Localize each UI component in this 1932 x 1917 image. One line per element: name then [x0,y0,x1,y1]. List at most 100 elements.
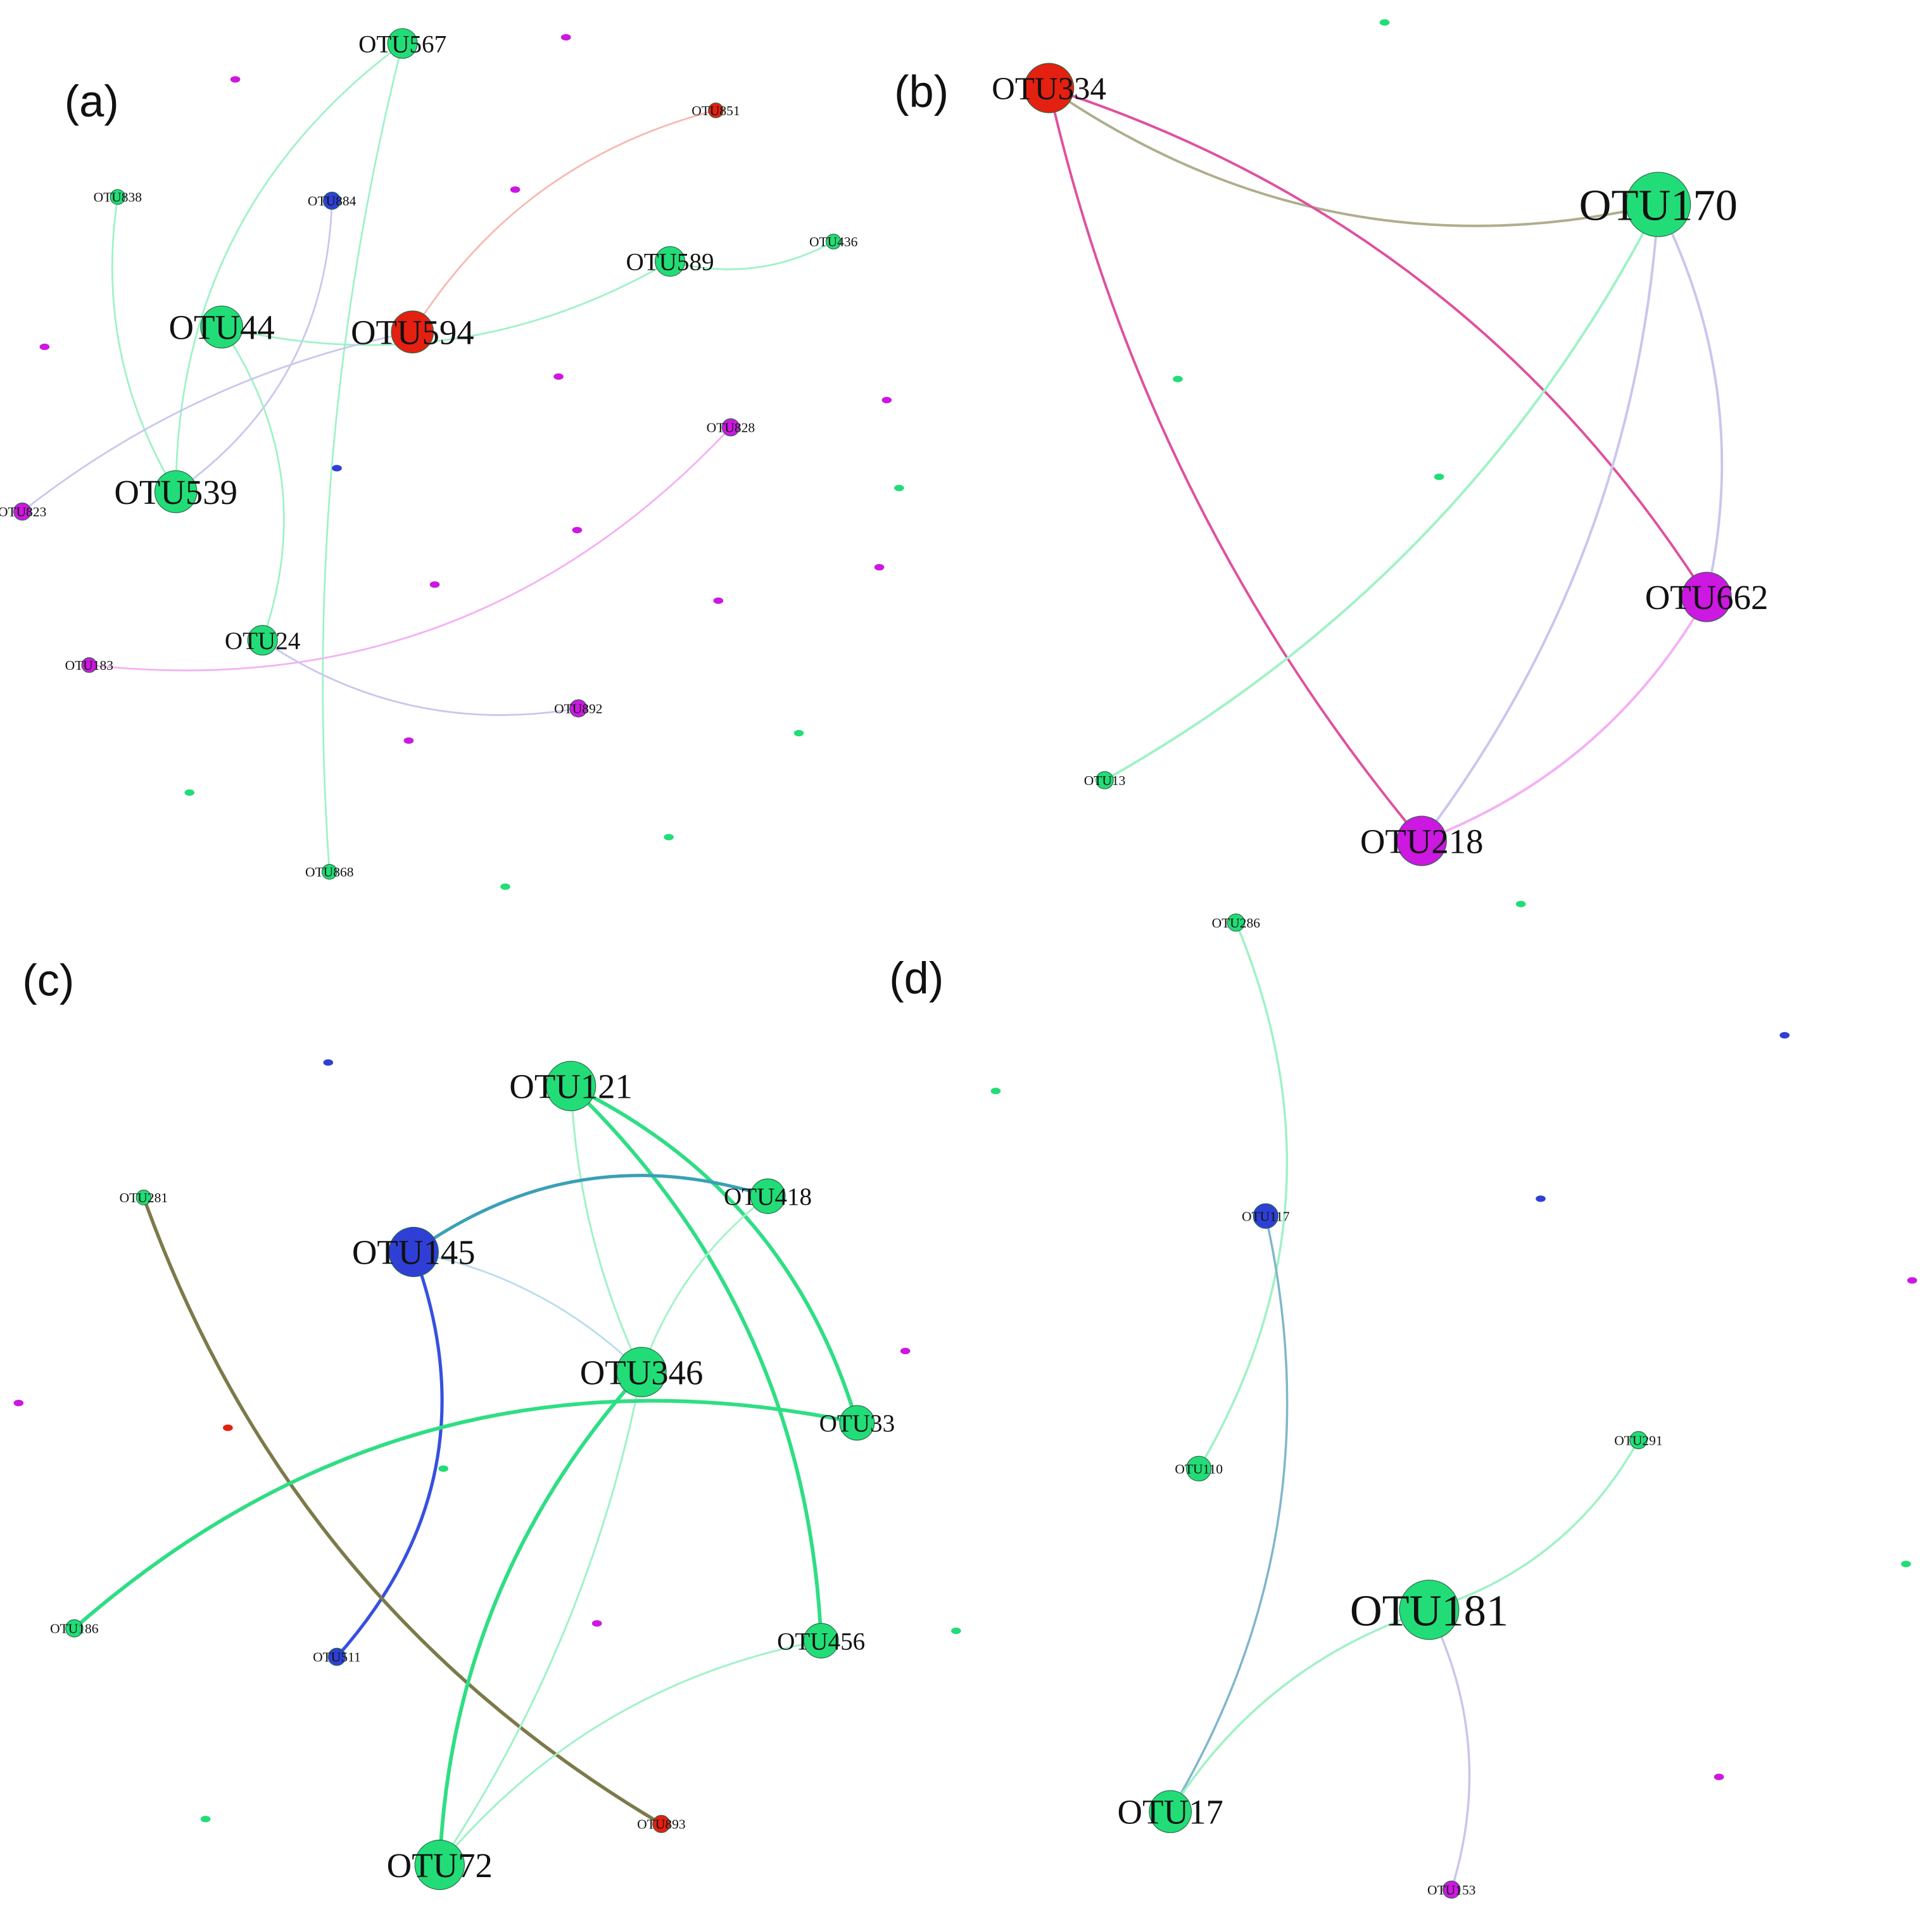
node-a-589 [655,246,686,277]
node-label-b-170: OTU170 [1579,181,1738,230]
node-label-c-145: OTU145 [352,1233,476,1272]
isolated-nodes-layer [13,19,1917,1823]
node-label-a-828: OTU828 [707,420,755,436]
node-a-594 [391,310,434,354]
node-d-286 [1227,914,1246,932]
node-a-884 [322,191,341,210]
isolated-node [1779,1032,1790,1039]
isolated-node [39,343,50,350]
node-label-c-893: OTU893 [637,1817,685,1832]
edge-c-281-893 [142,1197,662,1826]
isolated-node [1434,474,1444,481]
node-b-662 [1681,572,1732,622]
isolated-node [1173,375,1183,382]
edge-b-334-218 [1047,87,1423,842]
node-label-a-44: OTU44 [168,308,274,347]
node-d-181 [1399,1580,1460,1640]
isolated-node [200,1816,211,1823]
edge-b-170-13 [1104,204,1660,782]
isolated-node [323,1059,334,1066]
isolated-node [1515,900,1526,908]
isolated-node [664,834,674,841]
panel-labels-layer: (a) (b) (c) (d) [22,66,949,1005]
node-a-851 [708,102,724,118]
isolated-node [1536,1195,1546,1202]
isolated-node [332,465,342,472]
edge-c-121-346 [570,1086,643,1373]
isolated-node [1714,1773,1724,1780]
isolated-node [553,373,564,380]
isolated-node [500,883,510,890]
node-a-823 [13,502,32,521]
node-a-892 [569,699,588,718]
edge-d-286-110 [1197,922,1289,1469]
node-label-d-117: OTU117 [1242,1209,1290,1224]
edge-d-181-17 [1169,1609,1430,1813]
node-label-c-511: OTU511 [313,1650,361,1665]
node-label-c-121: OTU121 [509,1067,633,1106]
isolated-node [429,581,440,588]
node-label-c-72: OTU72 [387,1846,493,1885]
node-a-44 [200,305,243,349]
node-a-567 [387,28,418,59]
isolated-node [510,186,521,193]
edge-c-145-346 [413,1251,643,1373]
isolated-node [874,563,885,571]
node-label-a-838: OTU838 [94,190,142,205]
isolated-node [1379,19,1390,26]
edge-a-594-823 [22,331,413,513]
node-c-145 [388,1226,439,1278]
node-label-d-286: OTU286 [1212,915,1261,931]
node-label-b-218: OTU218 [1360,822,1484,860]
panel-label-c: (c) [22,955,74,1005]
node-c-33 [839,1405,875,1441]
node-label-b-13: OTU13 [1084,773,1126,788]
edge-c-456-72 [439,1640,821,1866]
node-c-72 [414,1839,465,1890]
node-c-893 [652,1814,671,1833]
edge-d-181-153 [1428,1609,1471,1890]
node-a-828 [721,418,740,437]
node-c-281 [136,1190,152,1205]
isolated-node [881,396,892,404]
edge-c-418-346 [640,1195,769,1373]
node-label-a-589: OTU589 [626,249,714,276]
node-b-334 [1023,63,1075,113]
node-label-a-24: OTU24 [225,627,300,655]
isolated-node [793,729,804,737]
edge-c-145-511 [336,1251,444,1658]
isolated-node [951,1627,961,1635]
node-a-183 [81,657,98,673]
node-b-170 [1626,172,1691,237]
isolated-node [900,1347,911,1355]
edges-layer [22,42,1724,1890]
panel-label-b: (b) [894,66,949,116]
panel-label-a: (a) [65,76,119,126]
node-label-a-539: OTU539 [114,473,237,512]
node-label-a-868: OTU868 [305,865,353,880]
node-d-110 [1186,1455,1212,1481]
edge-c-346-72 [439,1371,643,1866]
node-a-24 [247,625,278,656]
node-label-c-346: OTU346 [580,1353,704,1392]
isolated-node [184,789,195,796]
edge-a-567-868 [322,43,403,872]
node-d-291 [1629,1431,1648,1450]
edge-a-24-892 [262,639,579,716]
edge-d-181-291 [1429,1439,1640,1611]
node-label-a-594: OTU594 [351,313,474,352]
isolated-node [230,76,241,83]
edge-c-121-456 [569,1084,823,1641]
edge-a-44-24 [220,326,285,641]
node-label-a-823: OTU823 [0,504,46,519]
edge-c-186-33 [73,1398,857,1630]
edge-b-170-218 [1420,204,1660,842]
isolated-node [560,34,571,41]
edge-c-145-418 [412,1174,769,1254]
isolated-node [591,1620,602,1627]
edge-b-170-662 [1657,204,1724,598]
node-label-d-17: OTU17 [1118,1793,1223,1832]
node-c-456 [803,1623,839,1659]
node-a-838 [110,189,126,205]
